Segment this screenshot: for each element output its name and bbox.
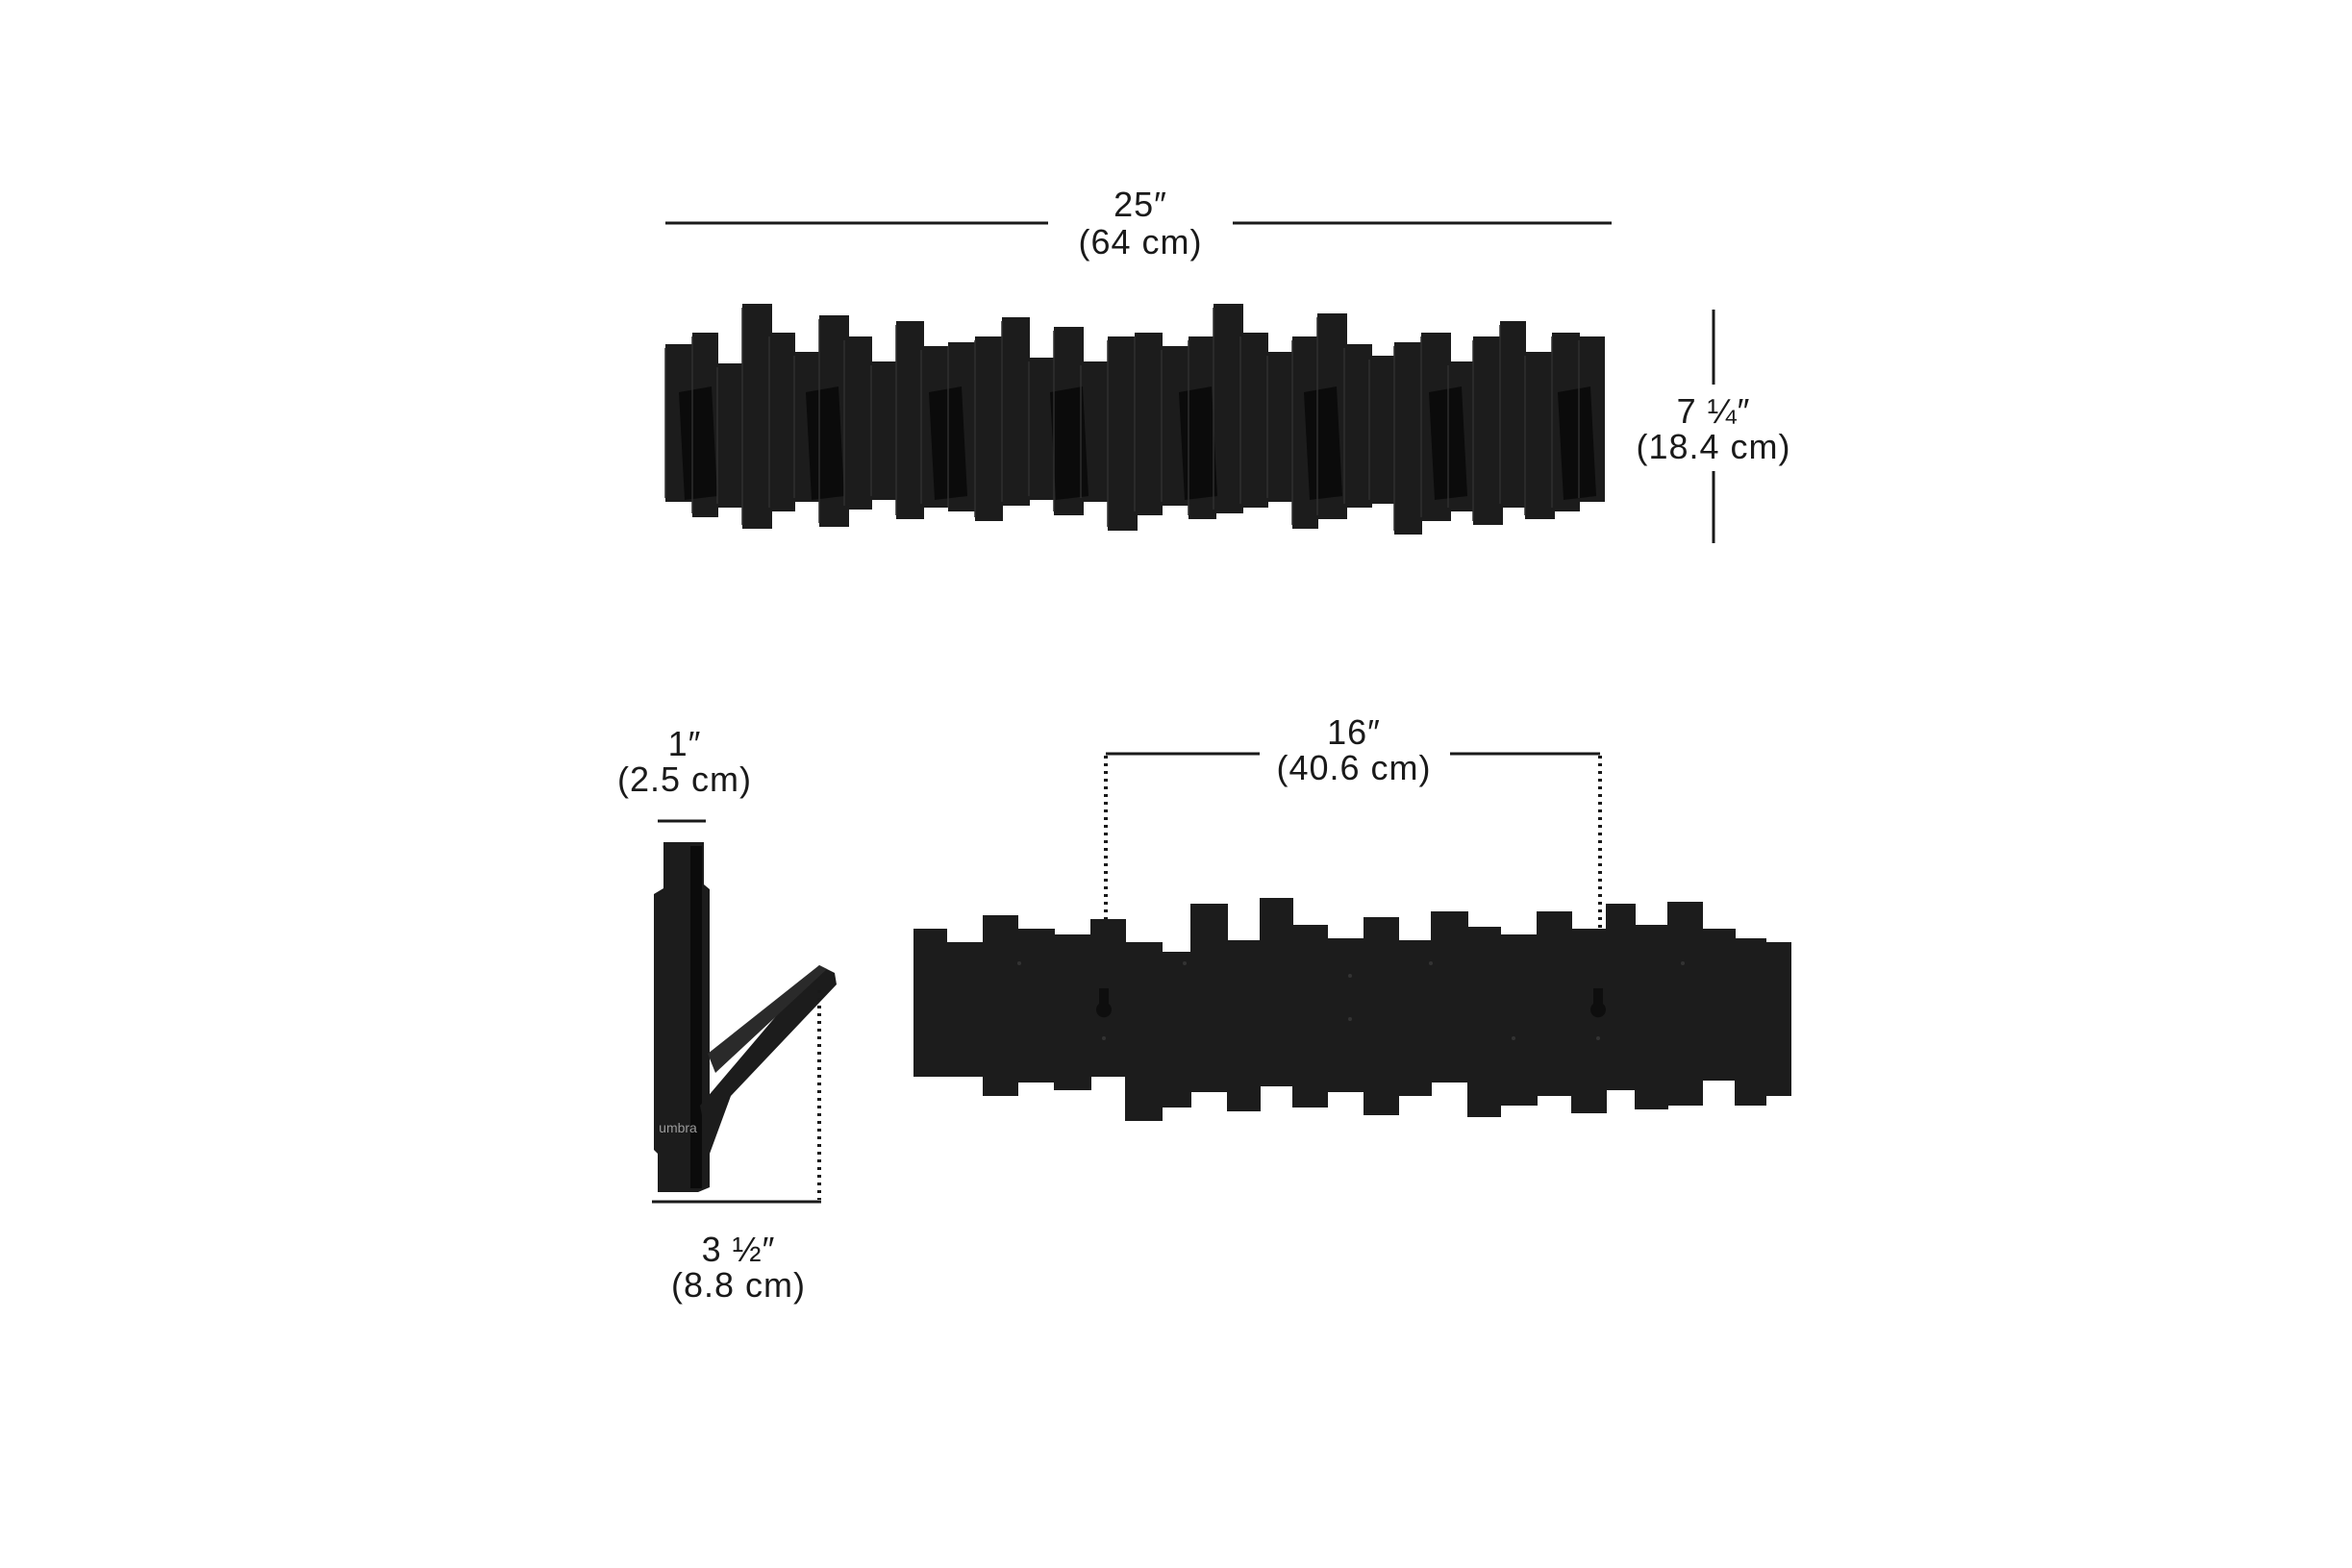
mount-spacing-dimension: 16″ (40.6 cm) xyxy=(1104,712,1602,966)
back-dot xyxy=(1512,1036,1515,1040)
height-label-inches: 7 ¼″ xyxy=(1677,391,1751,431)
extended-label-cm: (8.8 cm) xyxy=(671,1265,806,1305)
extended-label-inches: 3 ½″ xyxy=(702,1230,776,1269)
back-view: 16″ (40.6 cm) xyxy=(913,712,1791,1121)
width-dimension: 25″ (64 cm) xyxy=(665,185,1612,261)
back-dot xyxy=(1596,1036,1600,1040)
height-label-cm: (18.4 cm) xyxy=(1636,427,1790,466)
back-dot xyxy=(1429,961,1433,965)
front-hook xyxy=(1304,386,1342,500)
extended-dimension: 3 ½″ (8.8 cm) xyxy=(652,990,821,1305)
front-hook xyxy=(1050,386,1088,500)
back-plate xyxy=(913,952,1790,1077)
back-dot xyxy=(1017,961,1021,965)
side-hook-arm xyxy=(700,965,837,1154)
side-profile: umbra xyxy=(654,842,837,1192)
back-dot xyxy=(1681,961,1685,965)
side-view: 1″ (2.5 cm) umbra 3 ½″ (8.8 cm) xyxy=(617,724,837,1305)
front-hook xyxy=(806,386,844,500)
coat-rack-back xyxy=(913,898,1791,1121)
front-hook xyxy=(679,386,717,500)
front-hook xyxy=(1558,386,1596,500)
width-label-cm: (64 cm) xyxy=(1078,222,1202,261)
side-back-plate-shadow xyxy=(690,846,702,1188)
keyhole-mount xyxy=(1589,988,1606,1018)
mount-spacing-label-cm: (40.6 cm) xyxy=(1276,748,1431,787)
height-dimension: 7 ¼″ (18.4 cm) xyxy=(1636,310,1790,543)
back-dot xyxy=(1183,961,1187,965)
depth-label-cm: (2.5 cm) xyxy=(617,759,752,799)
side-brand-mark: umbra xyxy=(659,1120,697,1135)
back-dot xyxy=(1102,1036,1106,1040)
depth-dimension: 1″ (2.5 cm) xyxy=(617,724,752,823)
width-label-inches: 25″ xyxy=(1113,185,1167,224)
back-dot xyxy=(1348,974,1352,978)
side-hook-arm-top xyxy=(708,965,827,1073)
front-hook xyxy=(1179,386,1217,500)
depth-label-inches: 1″ xyxy=(668,724,702,763)
mount-spacing-label-inches: 16″ xyxy=(1327,712,1381,752)
front-view: 25″ (64 cm) 7 ¼″ (18.4 cm) xyxy=(664,185,1790,543)
keyhole-mount xyxy=(1096,988,1112,1018)
coat-rack-front xyxy=(664,304,1605,535)
back-dot xyxy=(1348,1017,1352,1021)
